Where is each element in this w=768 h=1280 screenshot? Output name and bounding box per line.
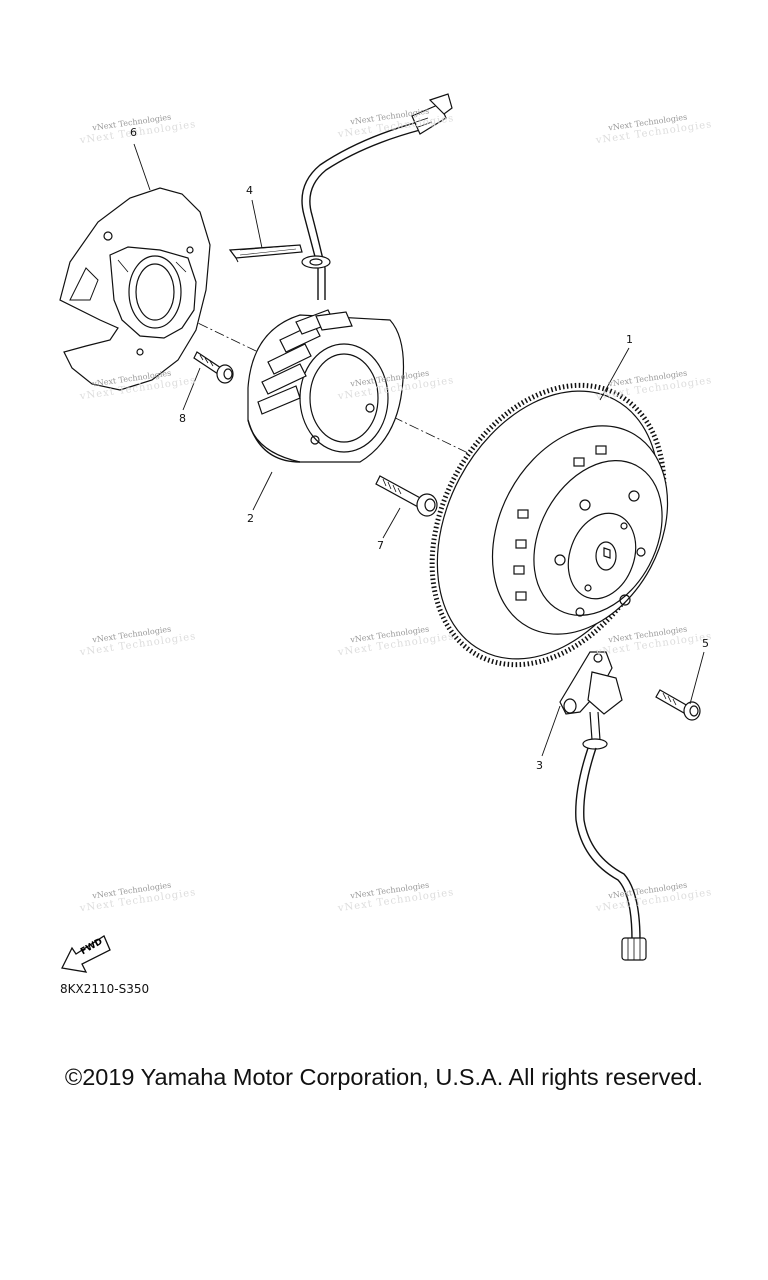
- copyright-notice: ©2019 Yamaha Motor Corporation, U.S.A. A…: [64, 1064, 704, 1090]
- callout-2: 2: [247, 512, 254, 525]
- pickup-sensor-part-3: [559, 651, 647, 961]
- cable-tie-part-4: [228, 244, 303, 263]
- fwd-arrow-icon: [61, 935, 111, 973]
- callout-6: 6: [130, 126, 137, 139]
- diagram-code: 8KX2110-S350: [60, 982, 150, 996]
- callout-3: 3: [536, 759, 543, 772]
- bolt-part-7: [375, 475, 438, 517]
- callout-8: 8: [179, 412, 186, 425]
- bolt-part-5: [655, 689, 701, 721]
- bolt-part-8: [193, 351, 234, 384]
- callout-1: 1: [626, 333, 633, 346]
- callout-5: 5: [702, 637, 709, 650]
- callout-4: 4: [246, 184, 253, 197]
- callout-7: 7: [377, 539, 384, 552]
- stator-coil-part-2: [247, 309, 405, 463]
- stator-cover-plate: [59, 187, 211, 391]
- callout-leaders: [133, 143, 705, 757]
- generator-parts-diagram: [59, 93, 705, 973]
- flywheel-rotor-part-1: [429, 382, 669, 668]
- stator-lead-wire: [301, 93, 453, 300]
